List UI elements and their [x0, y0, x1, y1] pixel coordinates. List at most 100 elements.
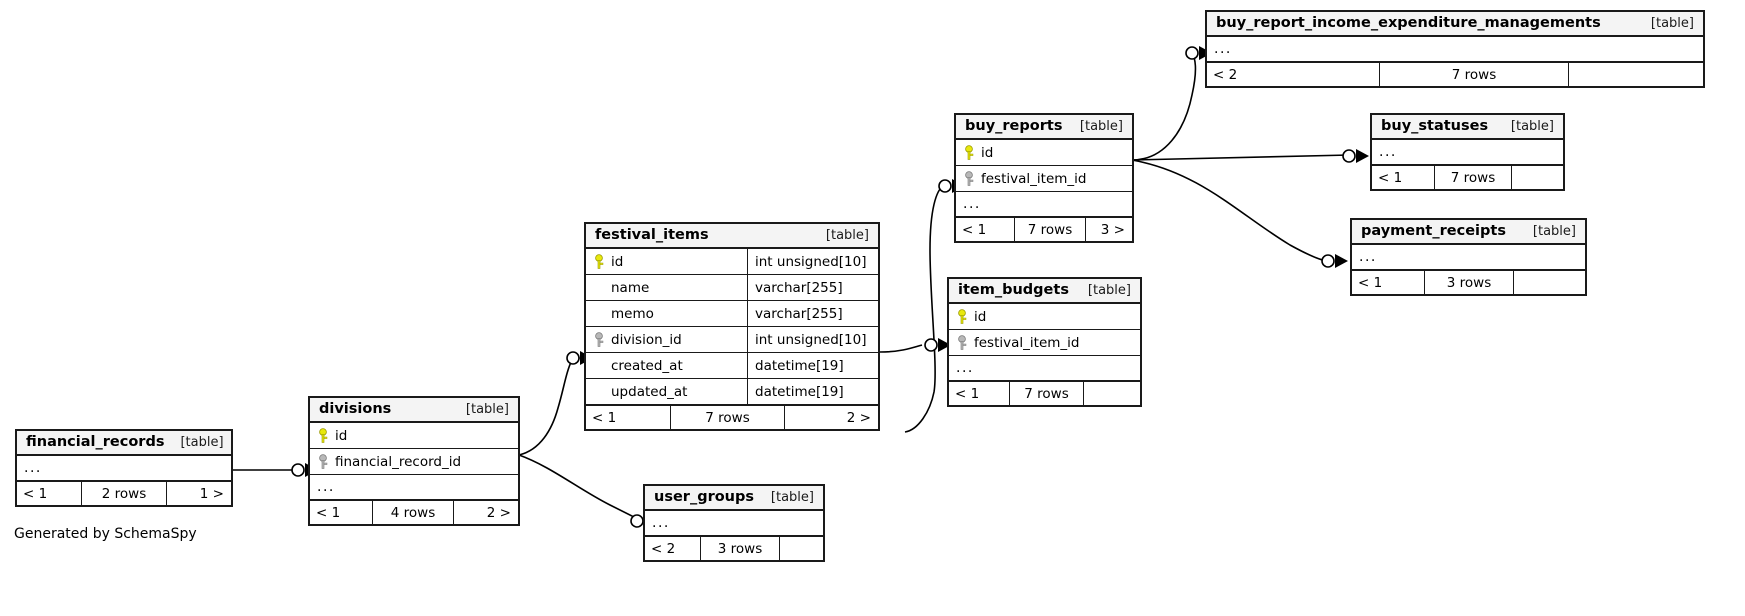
footer-parents: < 2: [1213, 66, 1238, 83]
columns-ellipsis: ...: [956, 192, 1132, 217]
column-name: festival_item_id: [974, 334, 1080, 351]
column-row[interactable]: name varchar[255]: [586, 275, 878, 301]
column-name: id: [981, 144, 994, 161]
footer-parents: < 1: [955, 385, 980, 402]
columns-ellipsis: ...: [1352, 245, 1585, 270]
table-name: payment_receipts: [1361, 223, 1506, 239]
table-name: financial_records: [26, 434, 165, 450]
table-footer: < 1 7 rows 3 >: [956, 217, 1132, 241]
table-payment-receipts[interactable]: payment_receipts [table] ... < 1 3 rows: [1350, 218, 1587, 296]
primary-key-icon: [962, 144, 976, 161]
foreign-key-icon: [962, 170, 976, 187]
column-name: id: [974, 308, 987, 325]
column-row[interactable]: division_id int unsigned[10]: [586, 327, 878, 353]
column-row[interactable]: updated_at datetime[19]: [586, 379, 878, 405]
footer-rows: 7 rows: [670, 406, 785, 429]
column-type: int unsigned[10]: [747, 327, 878, 352]
table-tag: [table]: [770, 489, 814, 505]
column-name-cell: financial_record_id: [310, 449, 518, 474]
table-title: divisions [table]: [310, 398, 518, 423]
column-type: datetime[19]: [747, 353, 878, 378]
column-name-cell: id: [949, 304, 1140, 329]
footer-parents: < 1: [1378, 169, 1403, 186]
column-name-cell: id: [956, 140, 1132, 165]
column-name-cell: festival_item_id: [949, 330, 1140, 355]
column-row[interactable]: festival_item_id: [956, 166, 1132, 192]
table-title: financial_records [table]: [17, 431, 231, 456]
table-tag: [table]: [825, 227, 869, 243]
footer-children: 3 >: [1100, 221, 1125, 238]
columns-ellipsis: ...: [949, 356, 1140, 381]
edge-buy-reports-bri: [1131, 51, 1197, 161]
column-name: division_id: [611, 331, 682, 348]
table-buy-statuses[interactable]: buy_statuses [table] ... < 1 7 rows: [1370, 113, 1565, 191]
table-name: festival_items: [595, 227, 709, 243]
table-title: item_budgets [table]: [949, 279, 1140, 304]
footer-parents: < 2: [651, 540, 676, 557]
footer-rows: 2 rows: [81, 482, 167, 505]
table-title: festival_items [table]: [586, 224, 878, 249]
table-title: user_groups [table]: [645, 486, 823, 511]
primary-key-icon: [316, 427, 330, 444]
table-tag: [table]: [1532, 223, 1576, 239]
table-name: user_groups: [654, 489, 755, 505]
footer-rows: 4 rows: [372, 501, 454, 524]
footer-children: [1512, 166, 1563, 189]
footer-children: [1084, 382, 1140, 405]
column-row[interactable]: id: [310, 423, 518, 449]
columns-ellipsis: ...: [1207, 37, 1703, 62]
column-name-cell: id: [310, 423, 518, 448]
column-row[interactable]: festival_item_id: [949, 330, 1140, 356]
column-row[interactable]: id: [949, 304, 1140, 330]
foreign-key-icon: [316, 453, 330, 470]
table-name: item_budgets: [958, 282, 1069, 298]
table-title: payment_receipts [table]: [1352, 220, 1585, 245]
edge-buy-reports-payment-receipts: [1131, 159, 1328, 262]
footer-rows: 7 rows: [1009, 382, 1084, 405]
column-name-cell: memo: [586, 301, 747, 326]
primary-key-icon: [592, 253, 606, 270]
footer-parents: < 1: [316, 504, 341, 521]
table-name: divisions: [319, 401, 392, 417]
column-row[interactable]: id: [956, 140, 1132, 166]
footer-rows: 3 rows: [1424, 271, 1514, 294]
edge-festival-items-item-budgets: [879, 344, 923, 353]
table-financial-records[interactable]: financial_records [table] ... < 1 2 rows…: [15, 429, 233, 507]
column-row[interactable]: financial_record_id: [310, 449, 518, 475]
column-name: updated_at: [611, 383, 688, 400]
columns-ellipsis: ...: [645, 511, 823, 536]
column-name: festival_item_id: [981, 170, 1087, 187]
table-festival-items[interactable]: festival_items [table] id int unsigned[1…: [584, 222, 880, 431]
table-divisions[interactable]: divisions [table] id: [308, 396, 520, 526]
table-footer: < 1 7 rows 2 >: [586, 405, 878, 429]
column-row[interactable]: created_at datetime[19]: [586, 353, 878, 379]
column-name: id: [611, 253, 624, 270]
columns-ellipsis: ...: [310, 475, 518, 500]
edge-buy-reports-buy-statuses: [1131, 154, 1351, 161]
table-footer: < 1 3 rows: [1352, 270, 1585, 294]
table-item-budgets[interactable]: item_budgets [table] id: [947, 277, 1142, 407]
footer-children: [1569, 63, 1703, 86]
column-name-cell: festival_item_id: [956, 166, 1132, 191]
column-row[interactable]: id int unsigned[10]: [586, 249, 878, 275]
table-footer: < 1 7 rows: [1372, 165, 1563, 189]
table-buy-report-income-expenditure-managements[interactable]: buy_report_income_expenditure_management…: [1205, 10, 1705, 88]
footer-children: 2 >: [846, 409, 871, 426]
edge-divisions-user-groups: [518, 454, 637, 519]
table-title: buy_statuses [table]: [1372, 115, 1563, 140]
table-tag: [table]: [1650, 15, 1694, 31]
table-footer: < 1 7 rows: [949, 381, 1140, 405]
table-tag: [table]: [465, 401, 509, 417]
edge-festival-items-buy-reports: [904, 184, 945, 433]
column-type: datetime[19]: [747, 379, 878, 404]
table-footer: < 1 4 rows 2 >: [310, 500, 518, 524]
table-user-groups[interactable]: user_groups [table] ... < 2 3 rows: [643, 484, 825, 562]
column-name: memo: [611, 305, 654, 322]
table-buy-reports[interactable]: buy_reports [table] id: [954, 113, 1134, 243]
foreign-key-icon: [955, 334, 969, 351]
footer-children: [1514, 271, 1585, 294]
table-title: buy_report_income_expenditure_management…: [1207, 12, 1703, 37]
column-row[interactable]: memo varchar[255]: [586, 301, 878, 327]
footer-rows: 7 rows: [1014, 218, 1086, 241]
